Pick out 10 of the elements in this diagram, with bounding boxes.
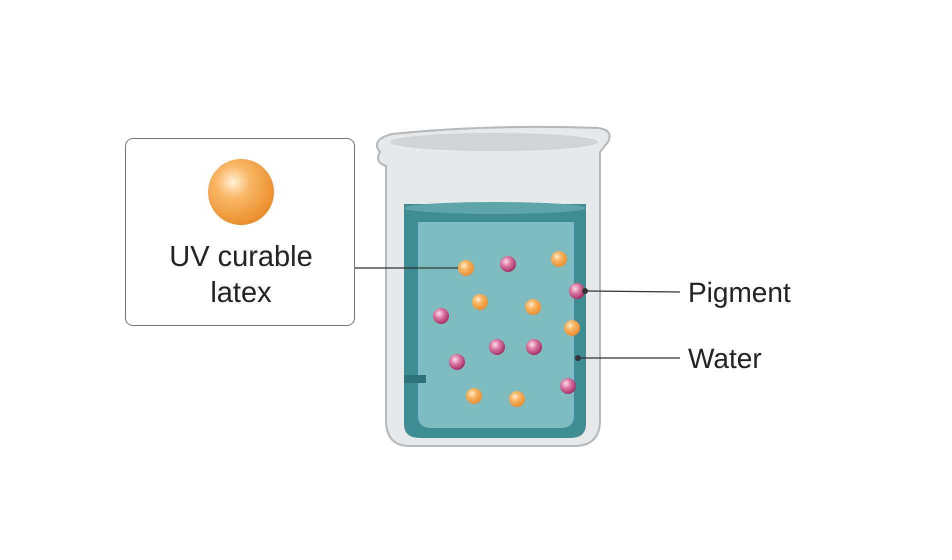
leader-line — [575, 355, 680, 361]
leader-line — [355, 267, 458, 269]
callout-text: UV curable latex — [168, 240, 314, 311]
water-label: Water — [688, 345, 762, 373]
pigment-label: Pigment — [688, 279, 791, 307]
leader-line — [582, 288, 680, 294]
callout-box — [125, 138, 355, 326]
latex-particle — [458, 260, 474, 276]
pigment-particle — [569, 283, 585, 299]
water-fill — [404, 202, 586, 438]
